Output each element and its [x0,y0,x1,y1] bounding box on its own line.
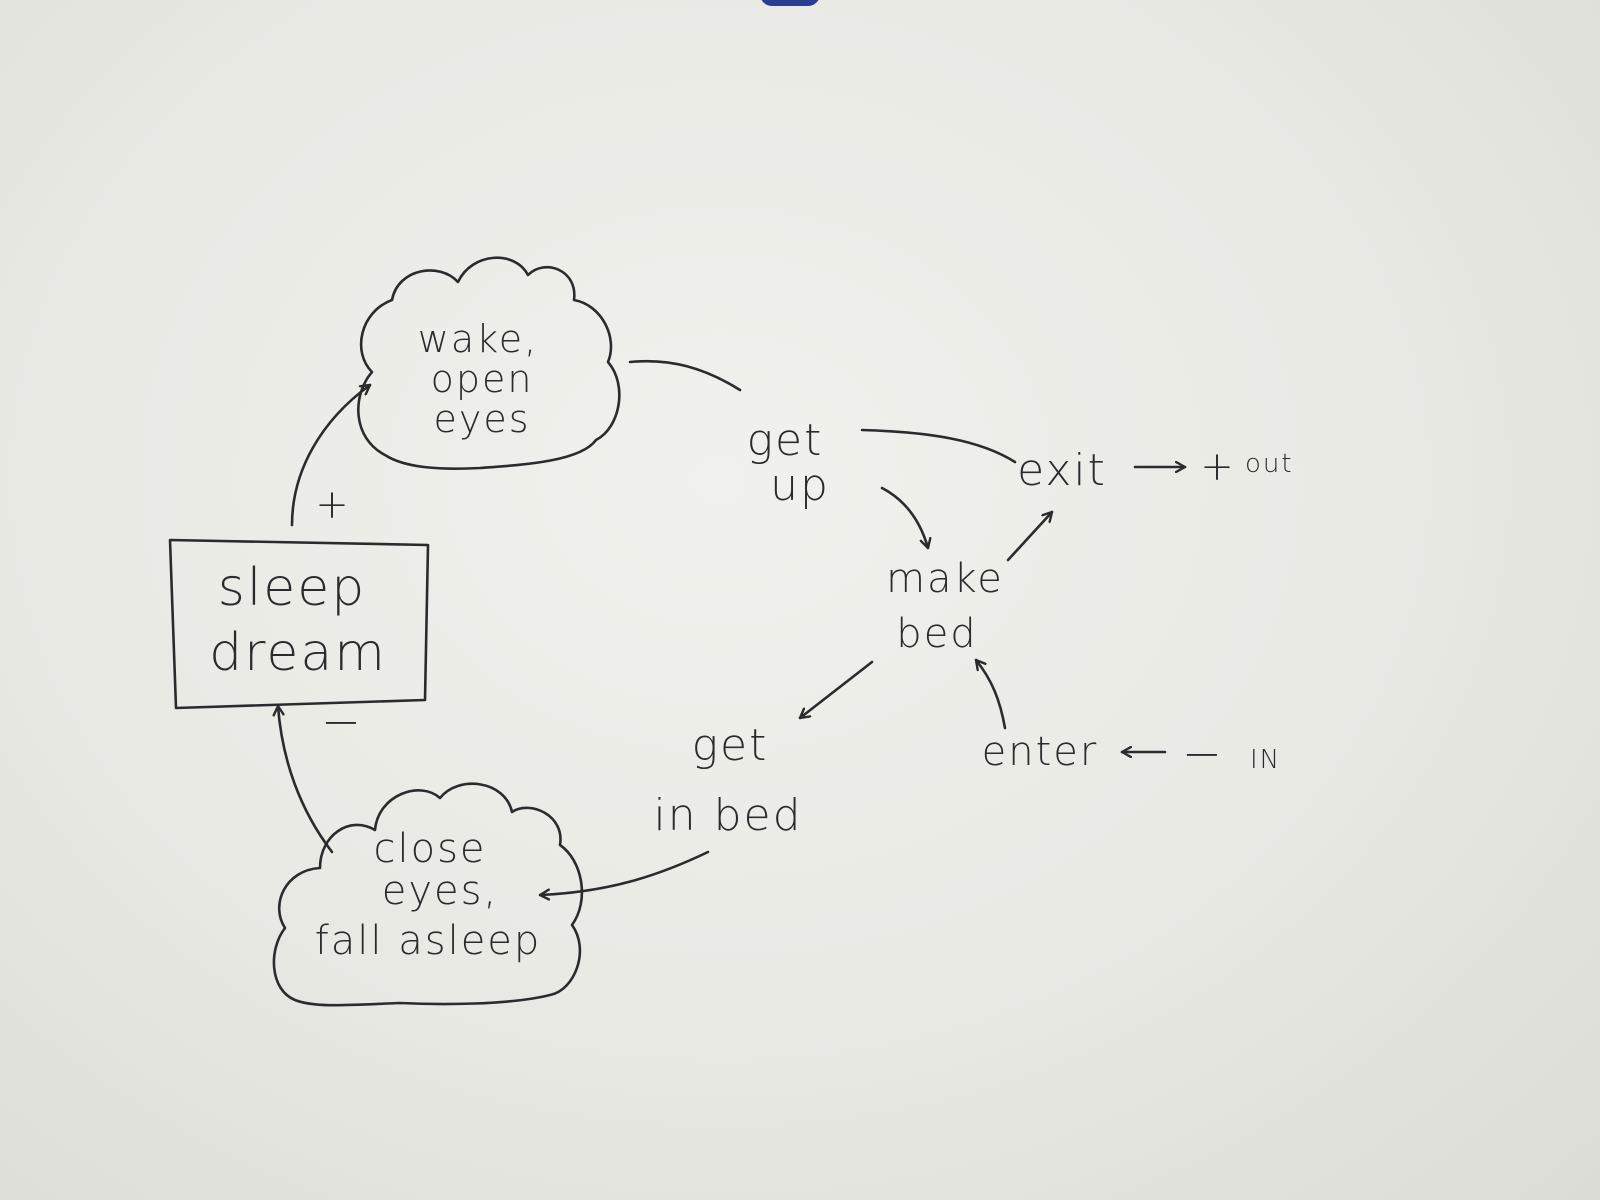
enter-node: enter [982,729,1099,775]
enter-to-make-bed-arrow [974,658,1007,730]
make-bed-line-1: make [886,556,1004,602]
out-flow: + out [1200,444,1294,490]
close-line-3: fall asleep [315,918,542,964]
get-up-line-2: up [770,460,830,511]
minus-sign-in: − [1182,726,1224,782]
get-up-node: get up [747,415,830,511]
sleep-label: sleep [218,558,367,618]
get-in-bed-line-2: in bed [653,790,802,841]
wake-to-get-up-line [628,359,742,392]
exit-label: exit [1017,445,1107,496]
minus-sign-close-sleep: − [321,694,363,750]
sleep-to-wake-arrow [290,383,372,527]
plus-sign-sleep-wake: + [315,482,351,528]
plus-sign-out: + [1200,444,1236,490]
close-eyes-cloud-shape [272,782,584,1007]
make-bed-line-2: bed [896,611,977,657]
close-eyes-node: close eyes, fall asleep [272,782,584,1007]
top-ink-mark [760,0,820,6]
exit-node: exit [1017,445,1107,496]
wake-cloud-shape [357,256,621,470]
out-label: out [1245,449,1294,479]
in-flow: − IN [1182,726,1281,782]
get-in-bed-to-close-eyes-arrow [538,850,710,895]
wake-line-1: wake, [418,317,538,361]
make-bed-to-exit-arrow [1006,510,1054,562]
in-label: IN [1250,745,1281,775]
close-line-1: close [373,826,486,872]
get-up-to-make-bed-arrow [880,486,928,550]
wake-line-3: eyes [433,397,530,441]
wake-open-eyes-node: wake, open eyes [357,256,621,470]
get-up-line-1: get [747,415,824,466]
dream-label: dream [209,623,387,683]
make-bed-node: make bed [886,556,1004,657]
wake-line-2: open [431,357,534,401]
close-line-2: eyes, [382,868,498,914]
sleep-dream-box [168,538,430,710]
enter-label: enter [982,729,1099,775]
get-in-bed-line-1: get [692,720,769,771]
get-in-bed-node: get in bed [653,720,802,841]
close-eyes-to-sleep-arrow [278,704,334,854]
sleep-dream-node: sleep dream [168,538,430,710]
get-up-to-exit-line [860,428,1017,464]
make-bed-to-get-in-bed-arrow [798,660,874,720]
